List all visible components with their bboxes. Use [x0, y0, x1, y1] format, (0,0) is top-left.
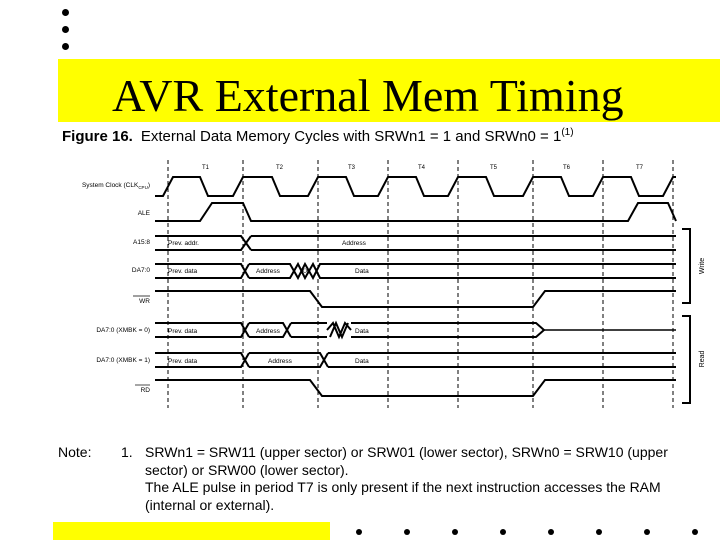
period-label-t2: T2: [276, 165, 284, 171]
group-brackets: [682, 228, 691, 404]
read-group-label: Read: [699, 351, 706, 368]
da-read1-data-label: Data: [355, 358, 369, 365]
da-read0-bus: [155, 320, 676, 340]
a15-bus: [155, 235, 676, 251]
clock-waveform: [155, 176, 676, 197]
signal-label-wr: WR: [139, 298, 150, 305]
figure-label: Figure 16.: [62, 128, 133, 145]
figure-caption: Figure 16. External Data Memory Cycles wi…: [62, 127, 574, 145]
da-read0-prev-data-label: Prev. data: [168, 328, 198, 335]
note-number: 1.: [121, 444, 133, 460]
ale-waveform: [155, 202, 677, 222]
title-band: [58, 59, 720, 122]
period-label-t1: T1: [202, 165, 210, 171]
da-write-prev-data-label: Prev. data: [168, 268, 198, 275]
signal-label-ale: ALE: [138, 210, 151, 217]
period-label-t7: T7: [636, 165, 644, 171]
period-label-t3: T3: [348, 165, 356, 171]
figure-caption-footnote: (1): [561, 127, 574, 138]
da-read1-bus: [155, 352, 676, 368]
bottom-dot-4: [500, 529, 506, 535]
note-line-1: SRWn1 = SRW11 (upper sector) or SRW01 (l…: [145, 444, 668, 460]
a15-address-label: Address: [342, 240, 367, 247]
signal-label-rd: RD: [141, 387, 151, 394]
bottom-dot-5: [548, 529, 554, 535]
bottom-dot-7: [644, 529, 650, 535]
da-write-data-label: Data: [355, 268, 369, 275]
period-label-t5: T5: [490, 165, 498, 171]
write-group-label: Write: [699, 258, 706, 274]
bottom-dot-1: [356, 529, 362, 535]
da-write-xx-label: XX: [301, 269, 309, 275]
bottom-dot-8: [692, 529, 698, 535]
note-line-4: (internal or external).: [145, 496, 275, 513]
signal-label-da-read0: DA7:0 (XMBK = 0): [96, 327, 150, 334]
bottom-dot-2: [404, 529, 410, 535]
bottom-band: [53, 522, 330, 540]
note-line-3: The ALE pulse in period T7 is only prese…: [145, 479, 661, 495]
da-read0-data-label: Data: [355, 328, 369, 335]
bottom-dot-6: [596, 529, 602, 535]
signal-label-da-write: DA7:0: [132, 267, 150, 274]
bullet-dot-3: [62, 43, 69, 50]
note-label: Note:: [58, 444, 92, 460]
wr-waveform: [155, 290, 676, 308]
signal-label-a15: A15:8: [133, 239, 150, 246]
period-label-t4: T4: [418, 165, 426, 171]
da-write-bus: [155, 261, 676, 281]
slide-title: AVR External Mem Timing: [112, 70, 624, 121]
da-read1-address-label: Address: [268, 358, 293, 365]
note-body: SRWn1 = SRW11 (upper sector) or SRW01 (l…: [145, 444, 717, 514]
rd-waveform: [155, 379, 676, 397]
da-write-address-label: Address: [256, 268, 281, 275]
figure-caption-text: External Data Memory Cycles with SRWn1 =…: [140, 128, 562, 145]
timing-diagram: T1 T2 T3 T4 T5 T6 T7 System Clock (CLKCP…: [82, 160, 706, 408]
a15-prev-addr-label: Prev. addr.: [168, 240, 199, 247]
period-gridlines: [167, 160, 674, 408]
bottom-dot-3: [452, 529, 458, 535]
bullet-dot-1: [62, 9, 69, 16]
bullet-dot-2: [62, 26, 69, 33]
da-read0-address-label: Address: [256, 328, 281, 335]
signal-label-clk: System Clock (CLKCPU): [82, 182, 150, 190]
note-line-2: sector) or SRW00 (lower sector).: [145, 461, 349, 478]
period-label-t6: T6: [563, 165, 571, 171]
signal-label-da-read1: DA7:0 (XMBK = 1): [96, 357, 150, 364]
da-read1-prev-data-label: Prev. data: [168, 358, 198, 365]
